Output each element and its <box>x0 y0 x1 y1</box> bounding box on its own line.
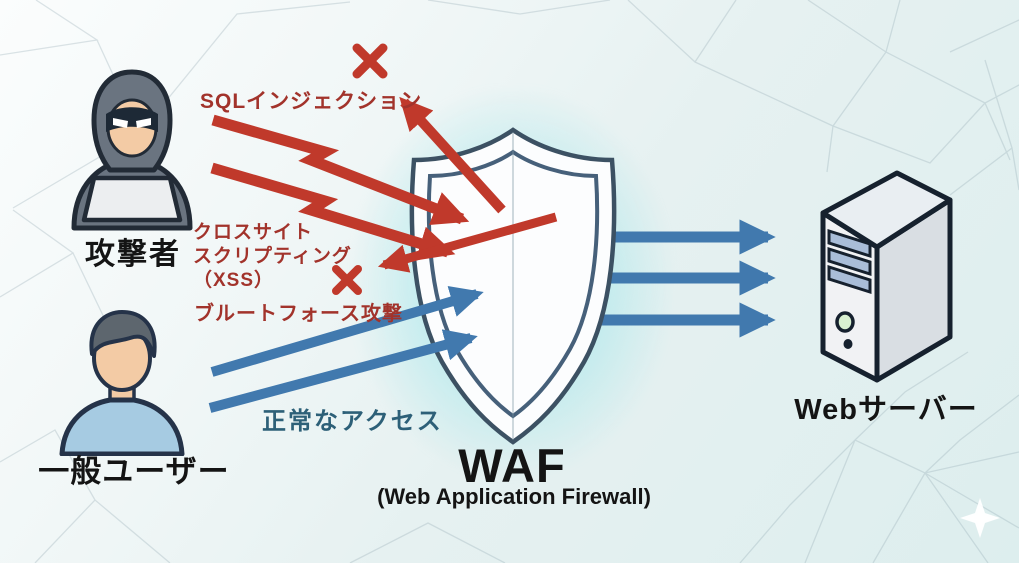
blocked-x-icon-middle <box>332 265 362 295</box>
server-led <box>835 311 855 333</box>
server-vent-slots <box>827 228 872 295</box>
blocked-arrow-down <box>377 212 558 273</box>
server-button <box>843 339 853 349</box>
attack-label-sql-injection: SQLインジェクション <box>200 90 423 113</box>
allowed-arrow-in-2 <box>208 329 478 413</box>
blocked-arrow-up <box>399 96 506 214</box>
attack-arrow-1 <box>211 114 470 225</box>
attack-label-xss: クロスサイト スクリプティング （XSS） <box>193 222 352 291</box>
attack-arrow-2 <box>210 162 456 261</box>
attacker-label: 攻撃者 <box>85 238 181 271</box>
hooded-attacker-icon <box>71 69 193 231</box>
web-server-label: Webサーバー <box>794 394 978 426</box>
legitimate-access-label: 正常なアクセス <box>262 408 443 435</box>
server-tower-icon <box>820 170 953 383</box>
waf-title: WAF <box>458 439 566 492</box>
allowed-arrow-in-1 <box>210 285 484 377</box>
general-user-label: 一般ユーザー <box>38 454 230 489</box>
waf-subtitle: (Web Application Firewall) <box>377 484 651 509</box>
person-icon <box>59 310 185 456</box>
blocked-x-icon-top <box>352 43 388 79</box>
attack-label-brute-force: ブルートフォース攻撃 <box>194 303 403 325</box>
